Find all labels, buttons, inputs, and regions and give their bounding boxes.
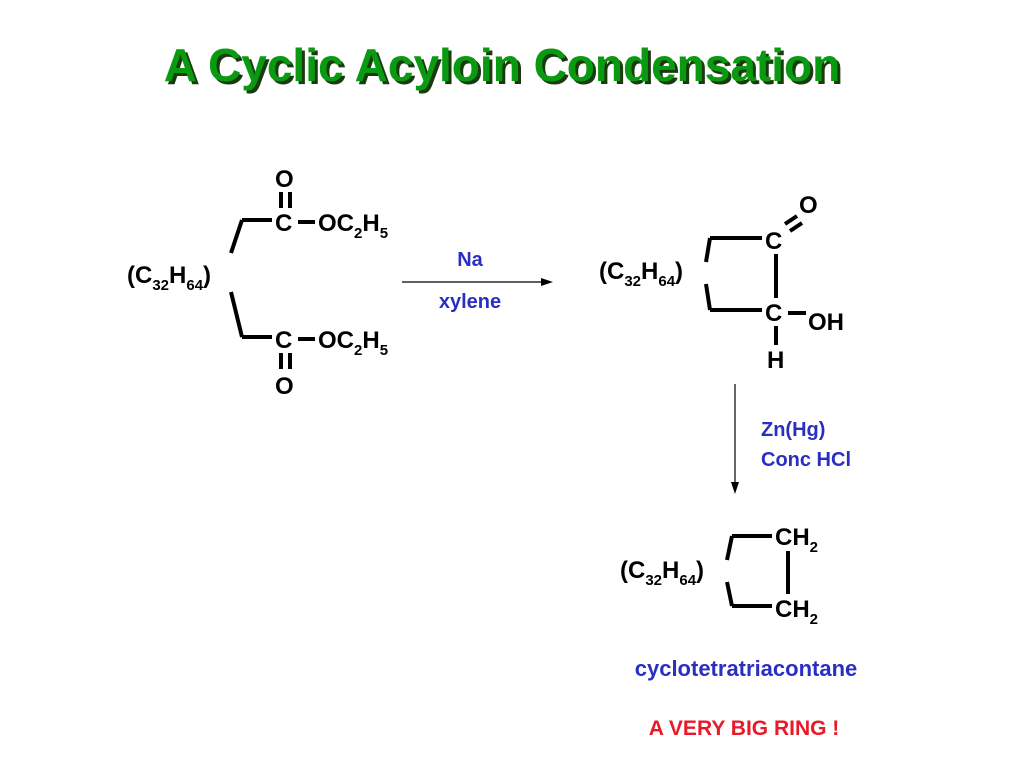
- step1-reagent-solvent: xylene: [439, 291, 501, 313]
- step2-arrow: Zn(Hg) Conc HCl: [731, 384, 851, 494]
- chain-bond-upper: [229, 219, 244, 254]
- lower-carbonyl-carbon: C: [275, 327, 292, 354]
- upper-carbonyl-oxygen: O: [275, 166, 294, 193]
- product-chain-bond-upper: [725, 535, 734, 561]
- product-methylene-upper: CH2: [775, 524, 818, 556]
- slide-title: A Cyclic Acyloin Condensation: [163, 39, 841, 91]
- step1-arrow: Na xylene: [402, 249, 553, 313]
- acyloin-chain-bond-lower: [704, 283, 712, 311]
- product-methylene-lower: CH2: [775, 596, 818, 628]
- cycloalkane-product: (C32H64) CH2 CH2 cyclotetratriacontane: [620, 524, 857, 681]
- step2-arrowhead: [731, 482, 739, 494]
- acyloin-hydrogen: H: [767, 347, 784, 374]
- acyloin-product: (C32H64) C O C OH H: [599, 192, 844, 374]
- upper-carbonyl-carbon: C: [275, 210, 292, 237]
- acyloin-chain-formula: (C32H64): [599, 258, 683, 290]
- acyloin-carbinol-carbon: C: [765, 300, 782, 327]
- step1-arrowhead: [541, 278, 553, 286]
- product-chain-formula: (C32H64): [620, 557, 704, 589]
- lower-ethoxy-group: OC2H5: [318, 327, 388, 359]
- acyloin-double-bond-a: [783, 214, 799, 226]
- step1-reagent-sodium: Na: [457, 249, 483, 271]
- acyloin-chain-bond-upper: [704, 237, 712, 263]
- reactant-chain-formula: (C32H64): [127, 262, 211, 294]
- acyloin-double-bond-b: [788, 221, 804, 233]
- acyloin-hydroxyl: OH: [808, 309, 844, 336]
- step2-reagent-acid: Conc HCl: [761, 449, 851, 471]
- acyloin-carbonyl-carbon: C: [765, 228, 782, 255]
- lower-carbonyl-oxygen: O: [275, 373, 294, 400]
- reactant-diester: (C32H64) O C OC2H5 C OC2H5 O: [127, 166, 388, 400]
- product-name: cyclotetratriacontane: [635, 656, 858, 681]
- upper-ethoxy-group: OC2H5: [318, 210, 388, 242]
- chain-bond-lower: [229, 291, 244, 338]
- step2-reagent-amalgam: Zn(Hg): [761, 419, 825, 441]
- acyloin-carbonyl-oxygen: O: [799, 192, 818, 219]
- ring-size-note: A VERY BIG RING !: [649, 717, 840, 740]
- product-chain-bond-lower: [725, 581, 734, 607]
